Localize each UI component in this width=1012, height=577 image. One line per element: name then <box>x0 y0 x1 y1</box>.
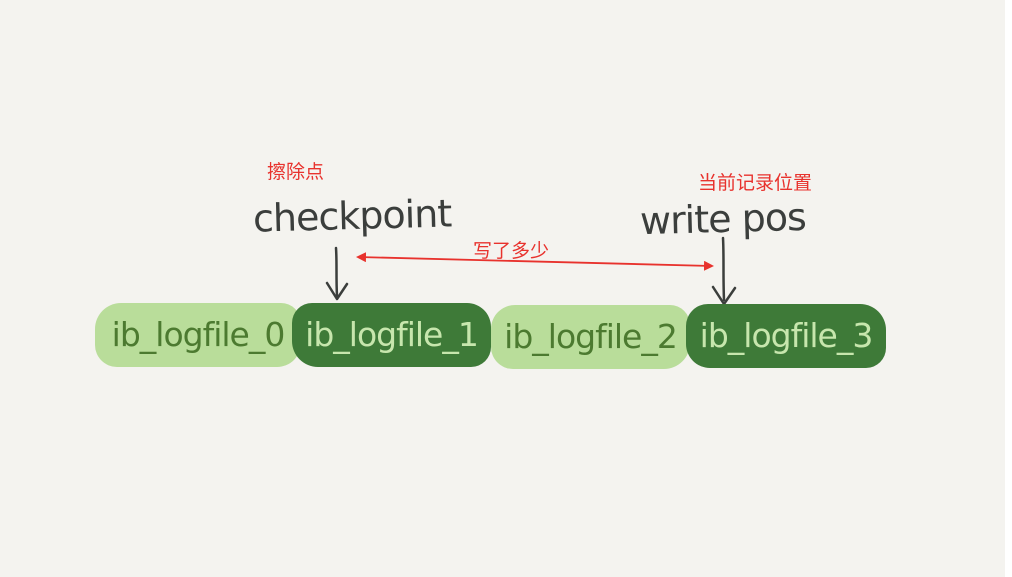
checkpoint-down-arrow <box>325 246 349 301</box>
log-file-0: ib_logfile_0 <box>95 303 301 367</box>
written-range-arrow <box>356 252 714 271</box>
write-pos-down-arrow <box>711 236 737 306</box>
current-position-label: 当前记录位置 <box>698 172 813 194</box>
log-file-1: ib_logfile_1 <box>292 303 491 367</box>
log-file-2: ib_logfile_2 <box>491 305 690 369</box>
log-file-3: ib_logfile_3 <box>686 304 886 368</box>
erase-point-label: 擦除点 <box>267 161 325 183</box>
